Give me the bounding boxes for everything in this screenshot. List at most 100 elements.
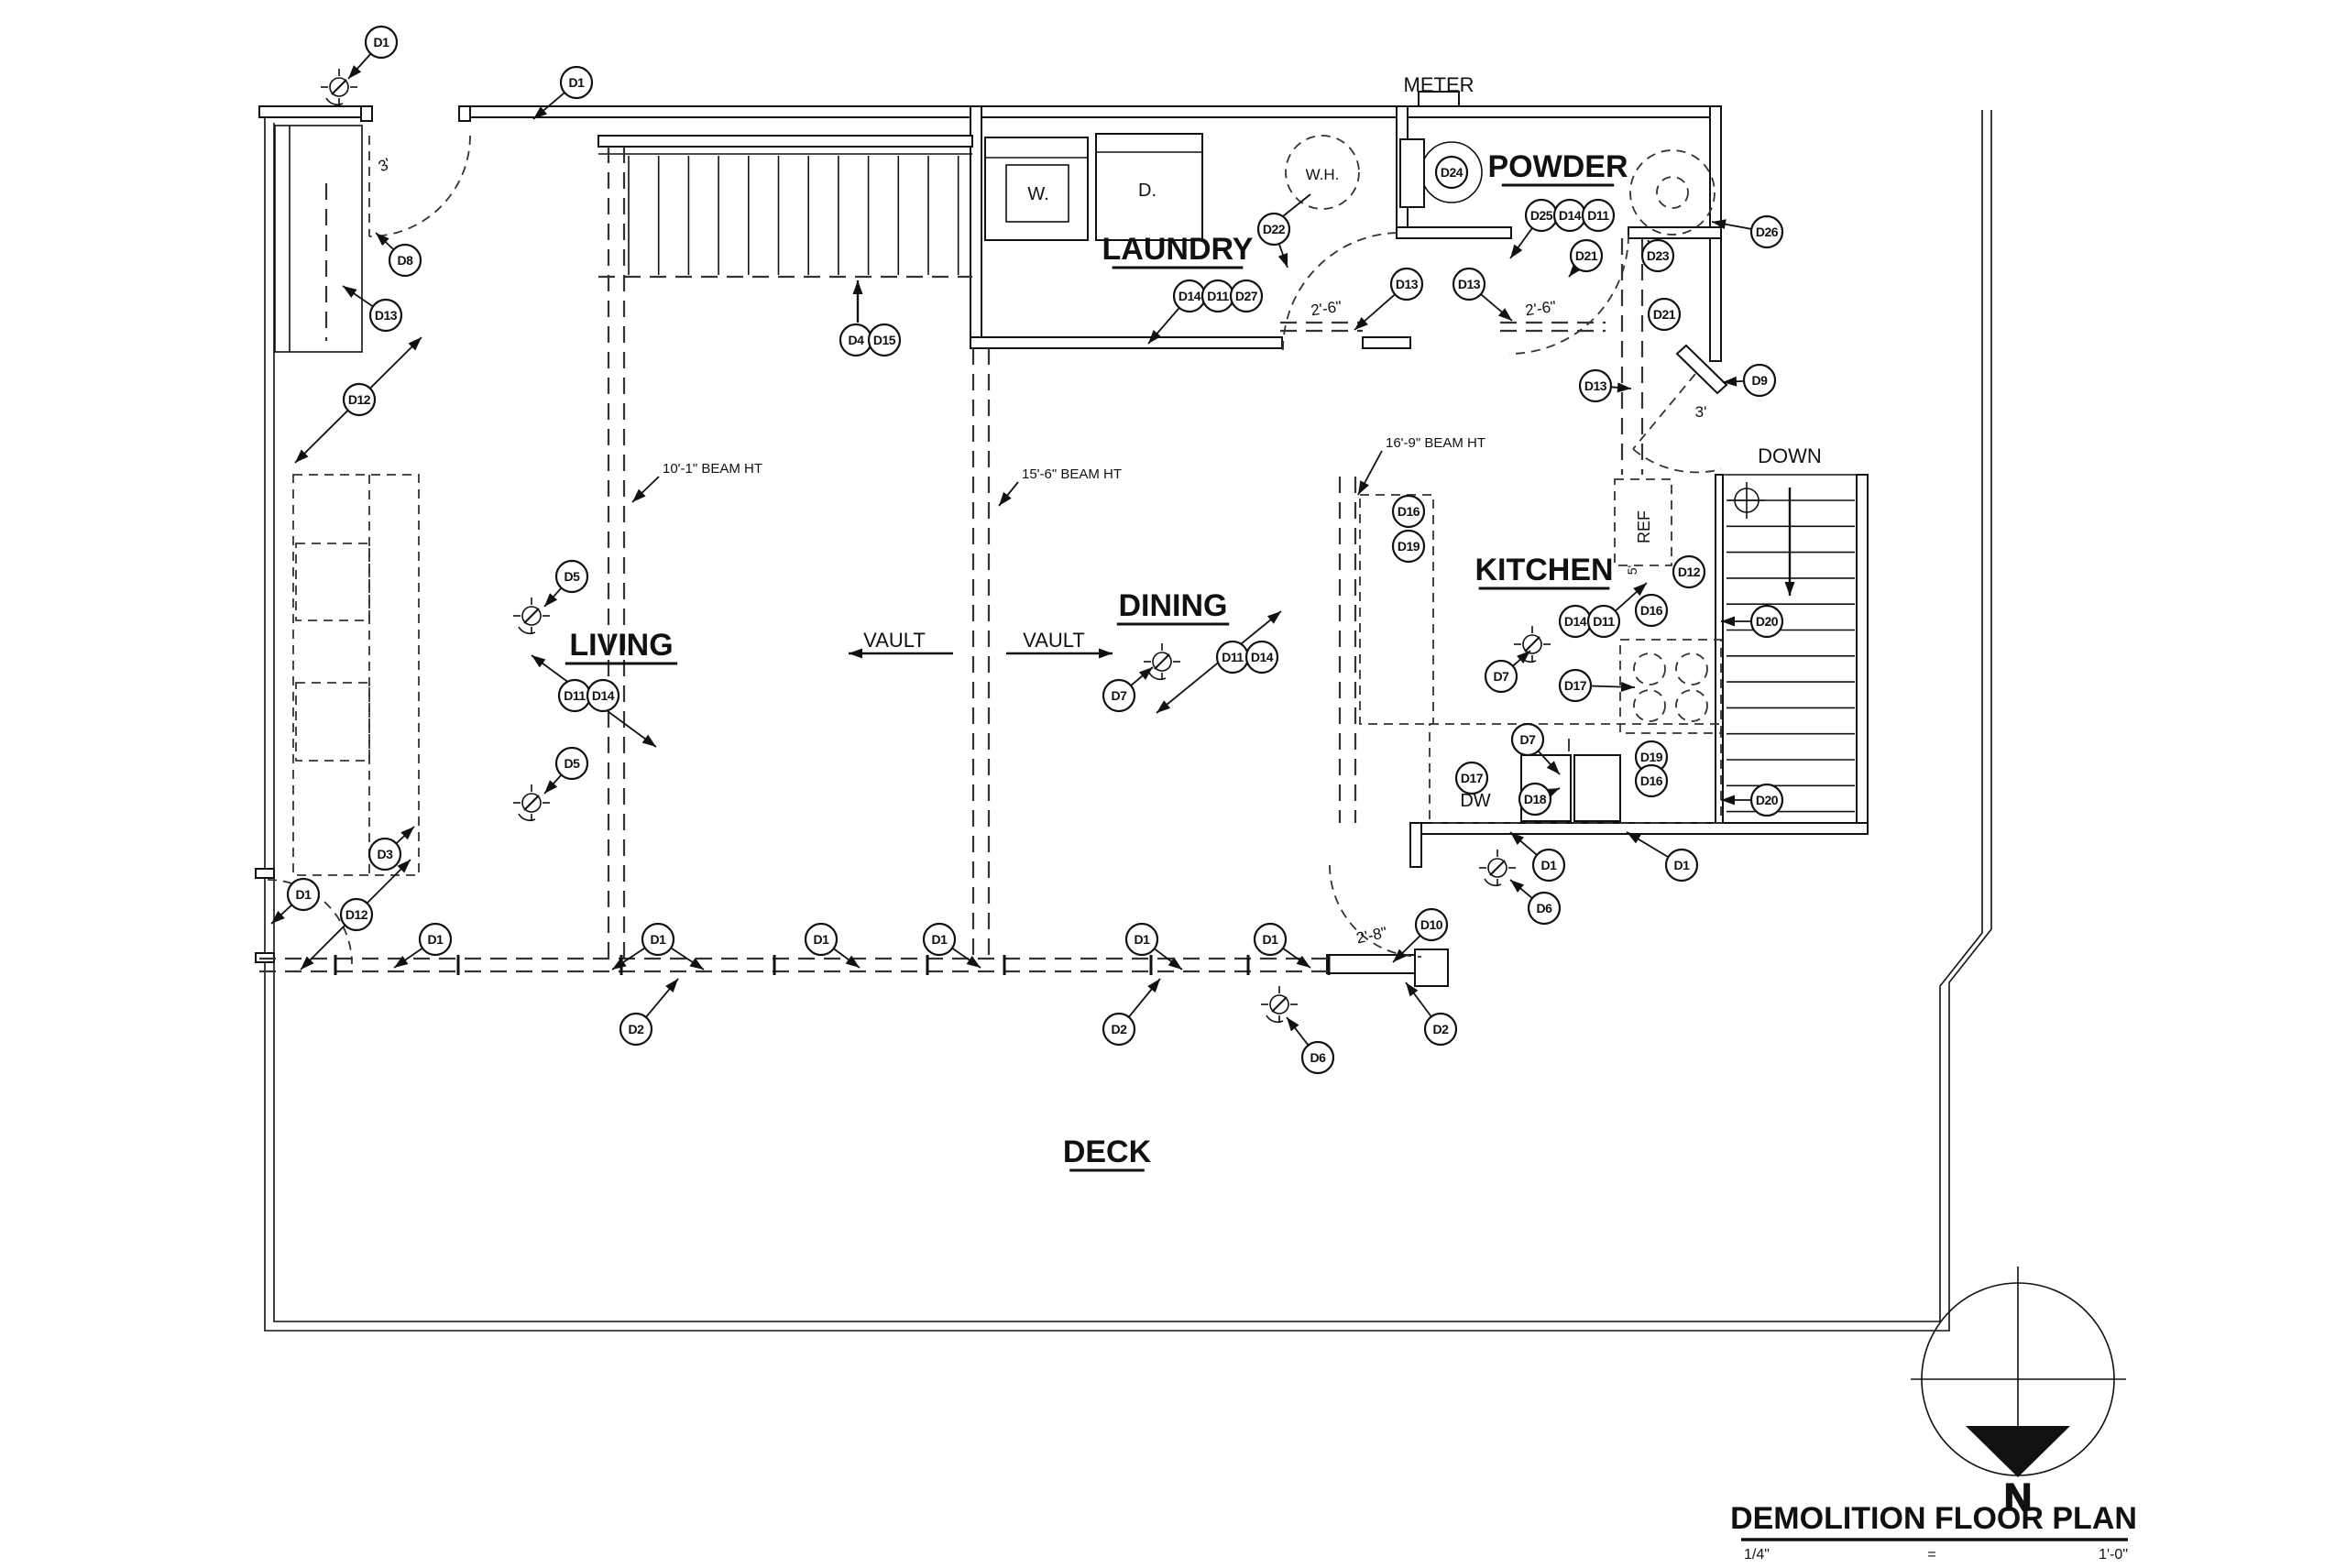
svg-text:D11: D11 xyxy=(1207,289,1229,303)
door-swing xyxy=(368,135,471,237)
demo-tag-d1: D1 xyxy=(1531,848,1566,883)
demo-tag-d7: D7 xyxy=(1484,659,1518,694)
svg-text:16'-9" BEAM HT: 16'-9" BEAM HT xyxy=(1386,435,1485,451)
svg-text:D18: D18 xyxy=(1524,792,1547,806)
svg-text:W.H.: W.H. xyxy=(1306,166,1340,183)
demo-tag-d27: D27 xyxy=(1229,279,1264,313)
svg-text:D12: D12 xyxy=(1678,565,1701,579)
demo-tag-d23: D23 xyxy=(1640,238,1675,273)
svg-text:D7: D7 xyxy=(1520,732,1537,747)
svg-text:1'-0": 1'-0" xyxy=(2099,1547,2128,1563)
demo-tag-d12: D12 xyxy=(1672,554,1706,589)
demo-tag-d1: D1 xyxy=(364,25,399,60)
demo-tag-d20: D20 xyxy=(1749,604,1784,639)
svg-text:3': 3' xyxy=(1695,403,1707,421)
demo-tag-d16: D16 xyxy=(1634,593,1669,628)
demo-tag-d11: D11 xyxy=(557,678,592,713)
north-label: N xyxy=(2003,1475,2033,1519)
svg-text:2'-8": 2'-8" xyxy=(1354,924,1388,948)
demo-tag-d21: D21 xyxy=(1647,297,1682,332)
demo-tag-d14: D14 xyxy=(1244,640,1279,674)
room-label: POWDER xyxy=(1488,149,1628,187)
svg-text:POWDER: POWDER xyxy=(1488,149,1628,184)
room-label: KITCHEN xyxy=(1474,553,1614,590)
demo-tag-d11: D11 xyxy=(1200,279,1235,313)
svg-text:3': 3' xyxy=(376,155,394,176)
cooktop-demo xyxy=(1619,639,1722,734)
beam-height-note: 15'-6" BEAM HT xyxy=(1022,466,1122,482)
small-label: DOWN xyxy=(1758,444,1822,467)
small-label: VAULT xyxy=(1023,629,1085,652)
demo-tag-d1: D1 xyxy=(1124,922,1159,957)
svg-text:D12: D12 xyxy=(345,907,368,922)
svg-text:D24: D24 xyxy=(1441,165,1464,180)
svg-text:D21: D21 xyxy=(1653,307,1676,322)
demo-tag-d13: D13 xyxy=(1452,267,1486,302)
sink xyxy=(1573,754,1621,822)
demo-tag-d1: D1 xyxy=(418,922,453,957)
svg-text:D1: D1 xyxy=(1135,932,1151,947)
svg-text:D13: D13 xyxy=(1458,277,1481,291)
svg-text:W.: W. xyxy=(1027,184,1048,204)
demo-tag-d1: D1 xyxy=(559,65,594,100)
svg-text:D7: D7 xyxy=(1494,669,1510,684)
demo-tag-d1: D1 xyxy=(1664,848,1699,883)
demo-tag-d13: D13 xyxy=(1578,368,1613,403)
upper-stair-rail xyxy=(597,135,973,148)
svg-text:D1: D1 xyxy=(296,887,312,902)
demo-tag-d14: D14 xyxy=(1552,198,1587,233)
demo-dashed-layer xyxy=(259,135,1722,975)
demo-tag-d12: D12 xyxy=(342,382,377,417)
dimension-label: 3' xyxy=(376,155,394,176)
svg-text:D9: D9 xyxy=(1752,373,1769,388)
svg-text:LIVING: LIVING xyxy=(569,628,673,663)
door-jamb xyxy=(458,105,471,122)
svg-text:D17: D17 xyxy=(1461,771,1484,785)
light-fixture-icon xyxy=(321,69,357,106)
light-fixture-icon xyxy=(1514,626,1551,663)
demo-tag-d14: D14 xyxy=(1172,279,1207,313)
demo-tag-d1: D1 xyxy=(804,922,839,957)
dimension-label: 2'-6" xyxy=(1524,298,1557,320)
room-label: DECK xyxy=(1063,1135,1152,1172)
svg-text:D1: D1 xyxy=(1263,932,1279,947)
svg-text:N: N xyxy=(2004,1475,2032,1519)
svg-text:KITCHEN: KITCHEN xyxy=(1474,553,1613,587)
svg-text:D27: D27 xyxy=(1235,289,1258,303)
svg-text:D8: D8 xyxy=(398,253,414,268)
fixture-symbols xyxy=(321,69,1551,1024)
demo-tag-d5: D5 xyxy=(554,559,589,594)
scale-equals: = xyxy=(1927,1547,1935,1563)
svg-text:D16: D16 xyxy=(1398,504,1420,519)
svg-text:D13: D13 xyxy=(1396,277,1419,291)
demo-tag-d16: D16 xyxy=(1391,494,1426,529)
svg-text:D12: D12 xyxy=(348,392,371,407)
demo-tag-d11: D11 xyxy=(1581,198,1616,233)
svg-text:D19: D19 xyxy=(1640,750,1663,764)
svg-text:2'-6": 2'-6" xyxy=(1310,298,1343,320)
svg-text:REF: REF xyxy=(1635,510,1653,543)
demo-tag-d14: D14 xyxy=(586,678,620,713)
svg-text:METER: METER xyxy=(1404,73,1474,96)
svg-text:DINING: DINING xyxy=(1119,588,1228,623)
beam-height-note: 16'-9" BEAM HT xyxy=(1386,435,1485,451)
leader-lines xyxy=(270,53,1795,1047)
walls-layer xyxy=(255,91,1869,987)
door-jamb xyxy=(360,105,373,122)
small-label: DW xyxy=(1460,791,1490,811)
door-swing xyxy=(1282,232,1401,351)
north-arrow xyxy=(1911,1266,2126,1477)
light-fixture-icon xyxy=(513,784,550,822)
water-heater xyxy=(1285,135,1360,210)
demo-tag-d12: D12 xyxy=(339,897,374,932)
demo-tag-d6: D6 xyxy=(1527,891,1562,926)
svg-text:D11: D11 xyxy=(1593,614,1615,629)
demo-tag-d1: D1 xyxy=(641,922,675,957)
svg-text:D1: D1 xyxy=(569,75,586,90)
svg-text:10'-1" BEAM HT: 10'-1" BEAM HT xyxy=(663,461,762,477)
dimension-label: 5' xyxy=(1625,565,1639,575)
svg-text:D1: D1 xyxy=(1541,858,1558,872)
dimension-label: 2'-8" xyxy=(1354,924,1388,948)
svg-text:D16: D16 xyxy=(1640,603,1663,618)
refrigerator-demo xyxy=(1614,478,1672,566)
